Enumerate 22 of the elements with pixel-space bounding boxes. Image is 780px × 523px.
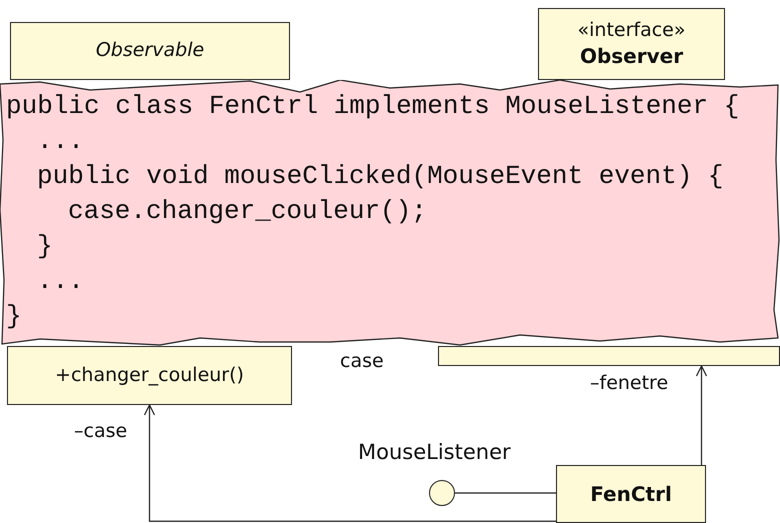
code-line: public class FenCtrl implements MouseListener { <box>6 90 740 123</box>
stereotype-text: «interface» <box>576 18 686 43</box>
association-line <box>455 492 556 494</box>
interface-box <box>538 8 725 80</box>
code-line: public void mouseClicked(MouseEvent event) { <box>37 160 724 193</box>
association-line <box>144 404 556 522</box>
code-line: ... <box>37 125 84 158</box>
interface-name: MouseListener <box>358 440 511 464</box>
code-line: case.changer_couleur(); <box>68 195 427 228</box>
class-name: Observable <box>94 38 206 63</box>
association-line <box>696 365 708 465</box>
class-box <box>556 465 706 523</box>
class-name: FenCtrl <box>589 481 673 507</box>
class-box <box>7 346 292 405</box>
code-note <box>0 80 780 346</box>
method-text: +changer_couleur() <box>54 363 245 388</box>
class-box <box>10 22 290 80</box>
code-line: } <box>37 230 53 263</box>
interface-name: Observer <box>578 43 684 69</box>
code-line: } <box>6 300 22 333</box>
class-box <box>438 346 780 366</box>
code-line: ... <box>37 265 84 298</box>
